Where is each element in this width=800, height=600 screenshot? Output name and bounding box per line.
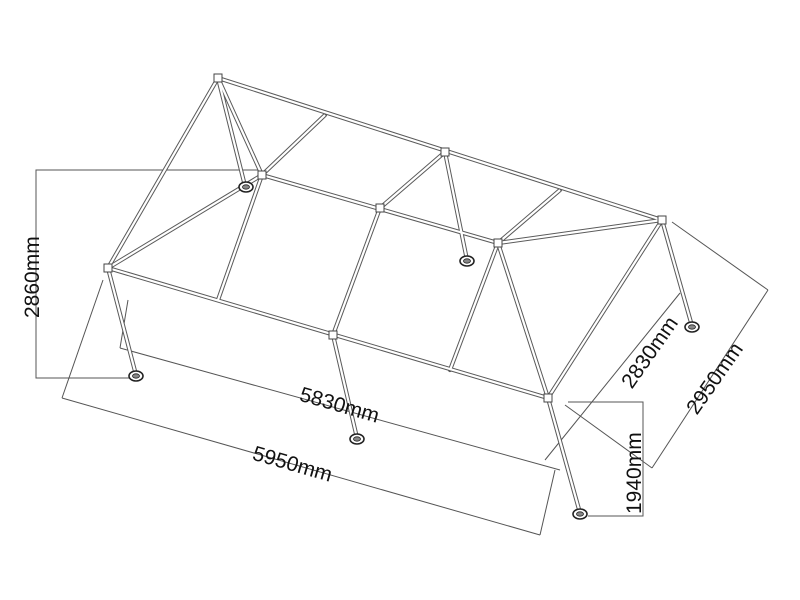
leg-feet [128,181,700,520]
frame [103,73,695,516]
dimension-lines [35,169,769,536]
dimension-label-2860: 2860mm [21,236,44,318]
dimension-label-1940: 1940mm [623,432,646,514]
